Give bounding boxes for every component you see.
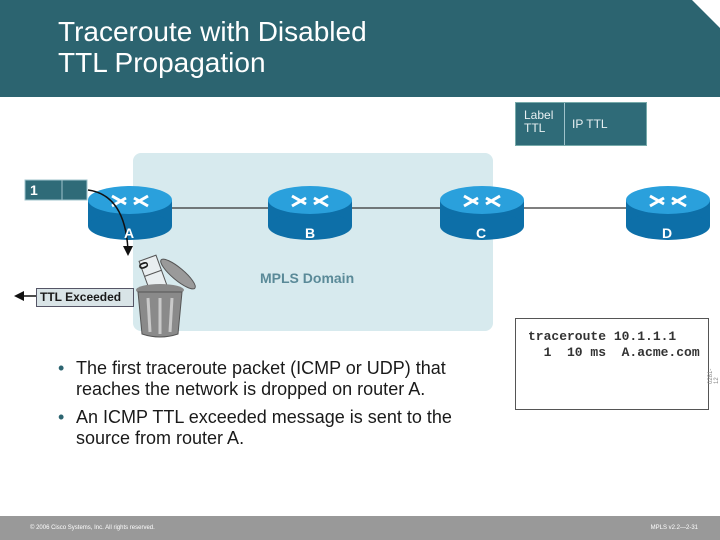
slide-title: Traceroute with Disabled TTL Propagation <box>58 16 367 78</box>
title-bar: Traceroute with Disabled TTL Propagation <box>0 0 720 97</box>
bullet-item: • The first traceroute packet (ICMP or UD… <box>58 358 508 400</box>
router-b-icon <box>268 186 352 240</box>
arrowhead-icon <box>123 246 133 256</box>
copyright: © 2006 Cisco Systems, Inc. All rights re… <box>30 525 155 531</box>
ttl-exceeded-label: TTL Exceeded <box>40 290 122 304</box>
bullet-list: • The first traceroute packet (ICMP or UD… <box>58 358 508 456</box>
bullet-icon: • <box>58 358 65 378</box>
bullet-item: • An ICMP TTL exceeded message is sent to… <box>58 407 508 449</box>
title-line-2: TTL Propagation <box>58 47 266 78</box>
router-a-icon <box>88 186 172 240</box>
bullet-text: An ICMP TTL exceeded message is sent to … <box>76 407 452 448</box>
figure-code: 0281-12 <box>708 368 720 384</box>
bullet-icon: • <box>58 407 65 427</box>
legend-label-ttl: Label TTL <box>524 108 554 135</box>
left-arrowhead-icon <box>14 291 24 301</box>
trash-can-icon <box>136 258 196 338</box>
mpls-domain-area <box>133 153 493 331</box>
title-line-1: Traceroute with Disabled <box>58 16 367 47</box>
router-c-label: C <box>476 225 487 241</box>
incoming-packet <box>24 179 88 201</box>
legend-divider <box>564 103 565 145</box>
traceroute-command: traceroute 10.1.1.1 <box>528 329 677 344</box>
router-c-icon <box>440 186 524 240</box>
router-d-icon <box>626 186 710 240</box>
router-a-label: A <box>124 225 135 241</box>
footer-bar: © 2006 Cisco Systems, Inc. All rights re… <box>0 516 720 540</box>
ttl-legend: Label TTL IP TTL <box>515 102 647 146</box>
mpls-domain-label: MPLS Domain <box>260 270 355 286</box>
router-b-label: B <box>305 225 316 241</box>
ttl-exceeded-box: TTL Exceeded <box>36 288 134 307</box>
traceroute-output: traceroute 10.1.1.1 1 10 ms A.acme.com <box>515 318 709 410</box>
corner-fold <box>692 0 720 28</box>
packet-ttl-value: 1 <box>30 182 38 198</box>
packet-arrow <box>87 189 129 251</box>
page-number: MPLS v2.2—2-31 <box>650 525 698 531</box>
bullet-text: The first traceroute packet (ICMP or UDP… <box>76 358 446 399</box>
traceroute-hop-1: 1 10 ms A.acme.com <box>528 345 700 360</box>
legend-ip-ttl: IP TTL <box>572 117 608 131</box>
router-d-label: D <box>662 225 673 241</box>
